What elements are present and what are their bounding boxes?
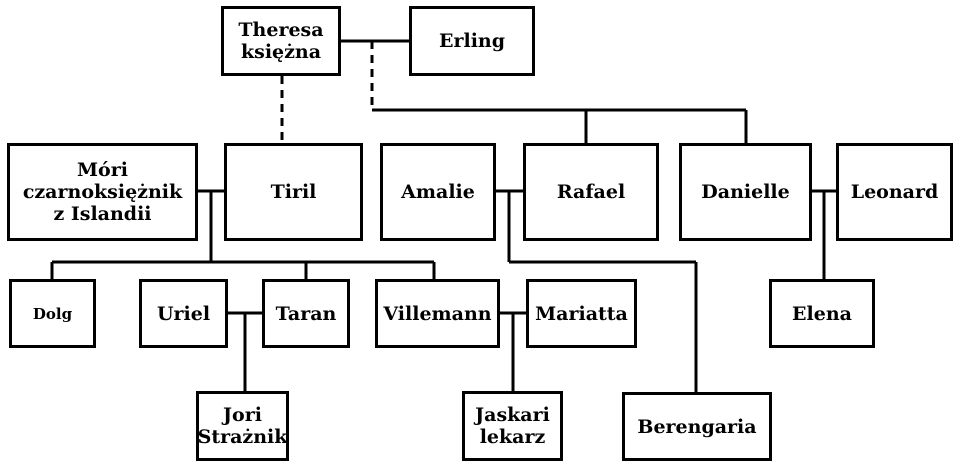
person-uriel: Uriel [139,279,228,348]
person-jaskari: Jaskari lekarz [462,391,563,461]
person-theresa: Theresa księżna [221,6,341,76]
person-mariatta: Mariatta [526,279,637,348]
person-taran: Taran [262,279,350,348]
person-tiril: Tiril [224,143,363,241]
person-dolg: Dolg [9,279,96,348]
person-villemann: Villemann [375,279,500,348]
person-amalie: Amalie [380,143,496,241]
person-berengaria: Berengaria [622,392,772,461]
person-danielle: Danielle [679,143,812,241]
person-leonard: Leonard [836,143,953,241]
person-jori: Jori Strażnik [196,391,289,461]
person-erling: Erling [409,6,535,76]
person-elena: Elena [769,279,875,348]
person-mori: Móri czarnoksiężnik z Islandii [7,143,198,241]
person-rafael: Rafael [523,143,659,241]
